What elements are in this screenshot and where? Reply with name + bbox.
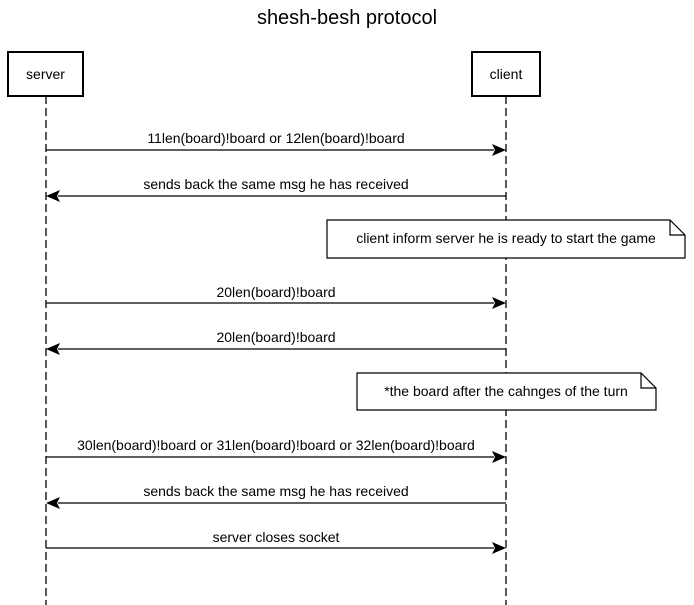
note-1: client inform server he is ready to star… xyxy=(326,219,686,259)
participant-server-box xyxy=(7,51,84,97)
note-2-label: *the board after the cahnges of the turn xyxy=(384,383,628,399)
message-4-arrowhead xyxy=(46,343,60,355)
message-7-arrowhead xyxy=(492,542,506,554)
message-7-label: server closes socket xyxy=(213,529,340,545)
message-5-arrowhead xyxy=(492,451,506,463)
message-2: sends back the same msg he has received xyxy=(46,176,506,202)
message-4: 20len(board)!board xyxy=(46,329,506,355)
participant-client-box xyxy=(471,51,541,97)
participant-server-label: server xyxy=(26,66,65,82)
message-6: sends back the same msg he has received xyxy=(46,483,506,509)
message-1-arrowhead xyxy=(492,144,506,156)
message-2-arrowhead xyxy=(46,190,60,202)
message-3: 20len(board)!board xyxy=(46,284,506,309)
participant-client: client xyxy=(471,51,541,97)
message-4-label: 20len(board)!board xyxy=(216,329,335,345)
message-1-label: 11len(board)!board or 12len(board)!board xyxy=(147,130,404,146)
note-2: *the board after the cahnges of the turn xyxy=(356,372,657,411)
message-7: server closes socket xyxy=(46,529,506,554)
note-2-box xyxy=(356,372,657,411)
message-3-arrowhead xyxy=(492,297,506,309)
note-2-fold xyxy=(640,373,656,389)
message-6-label: sends back the same msg he has received xyxy=(143,483,408,499)
message-5: 30len(board)!board or 31len(board)!board… xyxy=(46,437,506,463)
message-5-label: 30len(board)!board or 31len(board)!board… xyxy=(77,437,475,453)
diagram-title: shesh-besh protocol xyxy=(257,7,437,29)
note-1-label: client inform server he is ready to star… xyxy=(356,230,656,246)
message-6-arrowhead xyxy=(46,497,60,509)
message-1: 11len(board)!board or 12len(board)!board xyxy=(46,130,506,156)
participant-client-label: client xyxy=(490,66,523,82)
note-1-fold xyxy=(669,220,685,236)
note-1-box xyxy=(326,219,686,259)
message-3-label: 20len(board)!board xyxy=(216,284,335,300)
participant-server: server xyxy=(7,51,84,97)
message-2-label: sends back the same msg he has received xyxy=(143,176,408,192)
